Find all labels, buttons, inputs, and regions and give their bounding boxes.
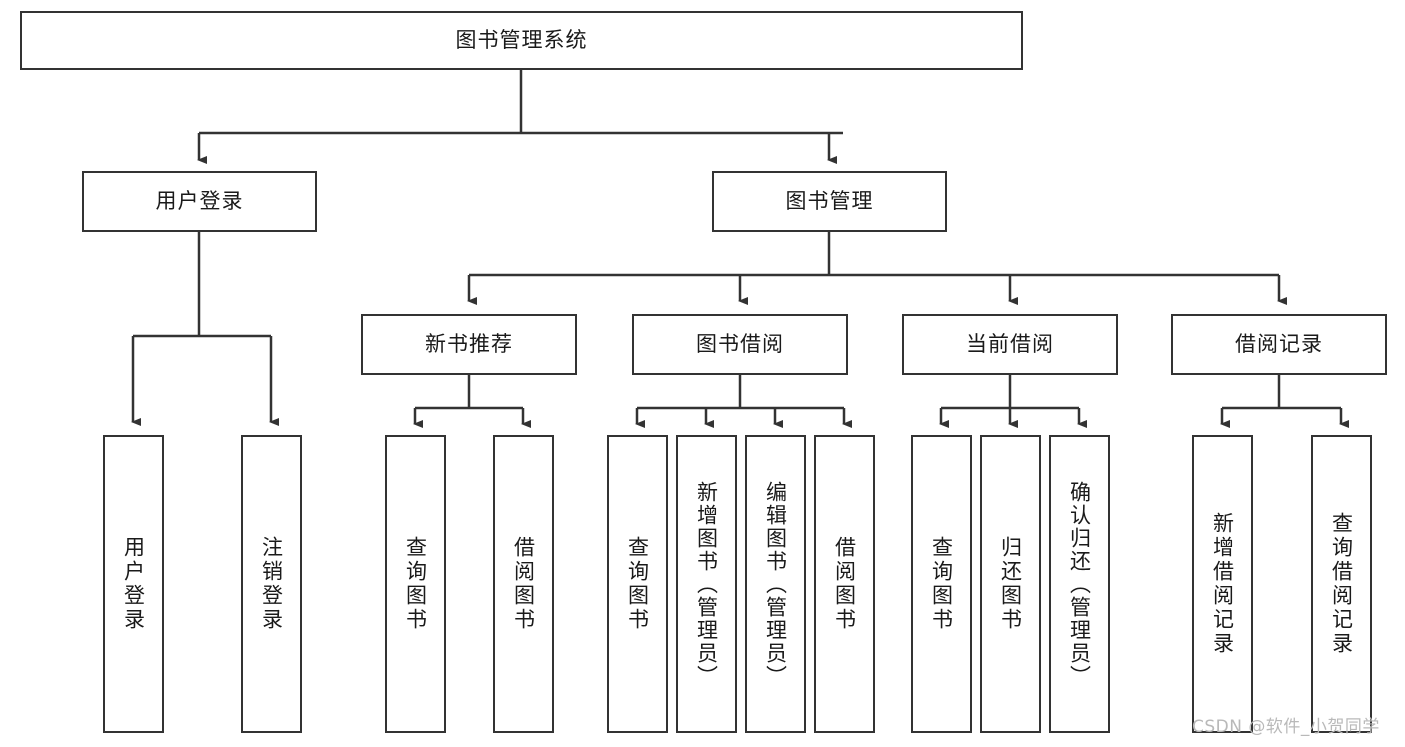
node-label: 图书借阅 bbox=[696, 332, 784, 357]
watermark-text: CSDN @软件_小贺同学 bbox=[1192, 717, 1380, 737]
node-label: 新增借阅记录 bbox=[1210, 512, 1235, 656]
node-label: 归还图书 bbox=[998, 536, 1023, 632]
node-label: 查询借阅记录 bbox=[1329, 512, 1354, 656]
leaf-current-confirm-return-admin[interactable]: 确认归还（管理员） bbox=[1049, 435, 1110, 733]
leaf-current-return-book[interactable]: 归还图书 bbox=[980, 435, 1041, 733]
node-label: 查询图书 bbox=[625, 536, 650, 632]
node-label: 查询图书 bbox=[929, 536, 954, 632]
leaf-borrow-query-book[interactable]: 查询图书 bbox=[607, 435, 668, 733]
node-current-borrow[interactable]: 当前借阅 bbox=[902, 314, 1118, 375]
node-label: 用户登录 bbox=[155, 189, 244, 214]
leaf-borrow-add-book-admin[interactable]: 新增图书（管理员） bbox=[676, 435, 737, 733]
leaf-recommend-query-book[interactable]: 查询图书 bbox=[385, 435, 446, 733]
leaf-record-add-record[interactable]: 新增借阅记录 bbox=[1192, 435, 1253, 733]
node-label: 图书管理 bbox=[785, 189, 874, 214]
node-label: 图书管理系统 bbox=[455, 28, 588, 53]
node-label: 用户登录 bbox=[121, 536, 146, 632]
node-root-system[interactable]: 图书管理系统 bbox=[20, 11, 1023, 70]
node-label: 借阅记录 bbox=[1235, 332, 1323, 357]
leaf-current-query-book[interactable]: 查询图书 bbox=[911, 435, 972, 733]
node-label: 查询图书 bbox=[403, 536, 428, 632]
node-label: 新书推荐 bbox=[425, 332, 513, 357]
node-user-login[interactable]: 用户登录 bbox=[82, 171, 317, 232]
leaf-user-login-logout[interactable]: 注销登录 bbox=[241, 435, 302, 733]
leaf-user-login-login[interactable]: 用户登录 bbox=[103, 435, 164, 733]
node-book-management[interactable]: 图书管理 bbox=[712, 171, 947, 232]
node-book-borrow[interactable]: 图书借阅 bbox=[632, 314, 848, 375]
leaf-record-query-record[interactable]: 查询借阅记录 bbox=[1311, 435, 1372, 733]
node-new-book-recommend[interactable]: 新书推荐 bbox=[361, 314, 577, 375]
leaf-recommend-borrow-book[interactable]: 借阅图书 bbox=[493, 435, 554, 733]
node-label: 新增图书（管理员） bbox=[694, 480, 719, 688]
node-label: 借阅图书 bbox=[832, 536, 857, 632]
leaf-borrow-borrow-book[interactable]: 借阅图书 bbox=[814, 435, 875, 733]
node-label: 确认归还（管理员） bbox=[1067, 480, 1092, 688]
node-label: 借阅图书 bbox=[511, 536, 536, 632]
node-label: 当前借阅 bbox=[966, 332, 1054, 357]
node-borrow-record[interactable]: 借阅记录 bbox=[1171, 314, 1387, 375]
leaf-borrow-edit-book-admin[interactable]: 编辑图书（管理员） bbox=[745, 435, 806, 733]
node-label: 注销登录 bbox=[259, 536, 284, 632]
node-label: 编辑图书（管理员） bbox=[763, 480, 788, 688]
